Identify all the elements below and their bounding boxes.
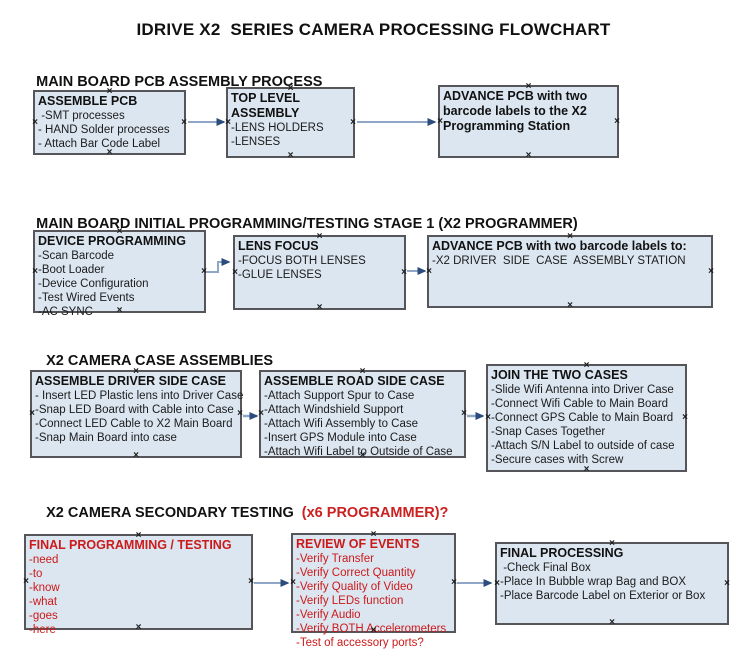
box-lines: -Verify Transfer-Verify Correct Quantity…: [296, 552, 450, 650]
box-title: ASSEMBLE PCB: [38, 94, 138, 108]
box-line: -here: [29, 623, 56, 636]
section-heading-secondary-testing: X2 CAMERA SECONDARY TESTING (x6 PROGRAMM…: [30, 489, 448, 537]
box-line: - Attach Bar Code Label: [38, 137, 161, 150]
box-line: -Secure cases with Screw: [491, 453, 624, 466]
box-lines: -SMT processes- HAND Solder processes- A…: [38, 109, 180, 151]
box-line: -Verify Quality of Video: [296, 580, 413, 593]
box-line: -Snap Cases Together: [491, 425, 606, 438]
box-line: -Slide Wifi Antenna into Driver Case: [491, 383, 674, 396]
box-line: -Attach Windshield Support: [264, 403, 404, 416]
box-line: -GLUE LENSES: [238, 268, 322, 281]
box-lines: -Attach Support Spur to Case-Attach Wind…: [264, 389, 460, 459]
box-line: -AC SYNC: [38, 305, 93, 318]
box-line: -know: [29, 581, 60, 594]
box-line: -Attach Wifi Assembly to Case: [264, 417, 419, 430]
flow-box-advance-pcb-programming-station[interactable]: ADVANCE PCB with two barcode labels to t…: [437, 82, 620, 161]
box-title: ASSEMBLE ROAD SIDE CASE: [264, 374, 445, 388]
box-line: -X2 DRIVER SIDE CASE ASSEMBLY STATION: [432, 254, 686, 267]
box-line: -Verify LEDs function: [296, 594, 404, 607]
flow-box-final-processing[interactable]: FINAL PROCESSING -Check Final Box-Place …: [494, 539, 730, 628]
box-line: -what: [29, 595, 58, 608]
box-title: REVIEW OF EVENTS: [296, 537, 420, 551]
flow-box-join-the-two-cases[interactable]: JOIN THE TWO CASES -Slide Wifi Antenna i…: [485, 361, 688, 475]
box-line: -Boot Loader: [38, 263, 105, 276]
box-line: -to: [29, 567, 43, 580]
box-title: TOP LEVEL ASSEMBLY: [231, 91, 300, 120]
flow-box-assemble-pcb[interactable]: ASSEMBLE PCB -SMT processes- HAND Solder…: [32, 87, 187, 158]
box-lines: -need-to-know-what-goes-here: [29, 553, 247, 637]
flow-box-lens-focus[interactable]: LENS FOCUS -FOCUS BOTH LENSES-GLUE LENSE…: [232, 232, 407, 313]
box-line: -Connect Wifi Cable to Main Board: [491, 397, 669, 410]
box-title: FINAL PROCESSING: [500, 546, 624, 560]
box-line: -Attach Wifi Label to Outside of Case: [264, 445, 453, 458]
box-line: -Connect LED Cable to X2 Main Board: [35, 417, 233, 430]
box-line: -SMT processes: [38, 109, 125, 122]
box-line: -Connect GPS Cable to Main Board: [491, 411, 674, 424]
box-title: JOIN THE TWO CASES: [491, 368, 628, 382]
box-line: -FOCUS BOTH LENSES: [238, 254, 366, 267]
box-line: -Check Final Box: [500, 561, 591, 574]
box-line: -Place In Bubble wrap Bag and BOX: [500, 575, 687, 588]
box-line: -Test of accessory ports?: [296, 636, 424, 649]
box-line: -Snap LED Board with Cable into Case: [35, 403, 234, 416]
section-heading-text: X2 CAMERA SECONDARY TESTING: [46, 505, 294, 521]
box-lines: -Check Final Box-Place In Bubble wrap Ba…: [500, 561, 723, 603]
box-line: -Insert GPS Module into Case: [264, 431, 417, 444]
box-lines: -LENS HOLDERS-LENSES: [231, 121, 349, 149]
flow-box-advance-pcb-driver-side[interactable]: ADVANCE PCB with two barcode labels to: …: [426, 232, 714, 311]
box-lines: -FOCUS BOTH LENSES-GLUE LENSES: [238, 254, 400, 282]
box-lines: -Slide Wifi Antenna into Driver Case-Con…: [491, 383, 681, 467]
section-heading-text: MAIN BOARD PCB ASSEMBLY PROCESS: [36, 74, 323, 90]
box-line: -Verify Correct Quantity: [296, 566, 416, 579]
box-line: -Device Configuration: [38, 277, 149, 290]
connector-arrow-row2-a[interactable]: [206, 258, 231, 273]
box-line: -Scan Barcode: [38, 249, 115, 262]
section-heading-accent: (x6 PROGRAMMER)?: [293, 505, 449, 521]
box-title: FINAL PROGRAMMING / TESTING: [29, 538, 232, 552]
box-title: LENS FOCUS: [238, 239, 319, 253]
section-heading-case-assemblies: X2 CAMERA CASE ASSEMBLIES: [30, 337, 273, 385]
box-lines: -X2 DRIVER SIDE CASE ASSEMBLY STATION: [432, 254, 707, 268]
box-title: ASSEMBLE DRIVER SIDE CASE: [35, 374, 227, 388]
box-line: - HAND Solder processes: [38, 123, 170, 136]
box-line: -Attach Support Spur to Case: [264, 389, 415, 402]
box-line: -Verify BOTH Accelerometers: [296, 622, 447, 635]
flow-box-final-programming-testing[interactable]: FINAL PROGRAMMING / TESTING -need-to-kno…: [23, 531, 254, 636]
box-line: -LENS HOLDERS: [231, 121, 324, 134]
box-line: -Verify Transfer: [296, 552, 374, 565]
box-line: -Attach S/N Label to outside of case: [491, 439, 675, 452]
box-line: -Test Wired Events: [38, 291, 135, 304]
section-heading-text: MAIN BOARD INITIAL PROGRAMMING/TESTING S…: [36, 216, 578, 232]
box-lines: -Scan Barcode-Boot Loader-Device Configu…: [38, 249, 200, 319]
box-line: -LENSES: [231, 135, 281, 148]
page-title: IDRIVE X2 SERIES CAMERA PROCESSING FLOWC…: [136, 20, 611, 39]
box-line: -Verify Audio: [296, 608, 361, 621]
box-line: -goes: [29, 609, 58, 622]
box-line: -Snap Main Board into case: [35, 431, 177, 444]
box-title: ADVANCE PCB with two barcode labels to t…: [443, 89, 588, 133]
box-title: ADVANCE PCB with two barcode labels to:: [432, 239, 687, 253]
section-heading-text: X2 CAMERA CASE ASSEMBLIES: [46, 353, 274, 369]
box-line: -Place Barcode Label on Exterior or Box: [500, 589, 706, 602]
section-heading-pcb-assembly: MAIN BOARD PCB ASSEMBLY PROCESS: [20, 58, 322, 106]
box-line: -need: [29, 553, 59, 566]
flow-box-review-of-events[interactable]: REVIEW OF EVENTS -Verify Transfer-Verify…: [290, 530, 457, 649]
section-heading-initial-programming: MAIN BOARD INITIAL PROGRAMMING/TESTING S…: [20, 200, 578, 248]
box-title: DEVICE PROGRAMMING: [38, 234, 186, 248]
box-lines: - Insert LED Plastic lens into Driver Ca…: [35, 389, 244, 445]
box-line: - Insert LED Plastic lens into Driver Ca…: [35, 389, 244, 402]
flow-box-assemble-driver-side-case[interactable]: ASSEMBLE DRIVER SIDE CASE - Insert LED P…: [29, 367, 244, 461]
